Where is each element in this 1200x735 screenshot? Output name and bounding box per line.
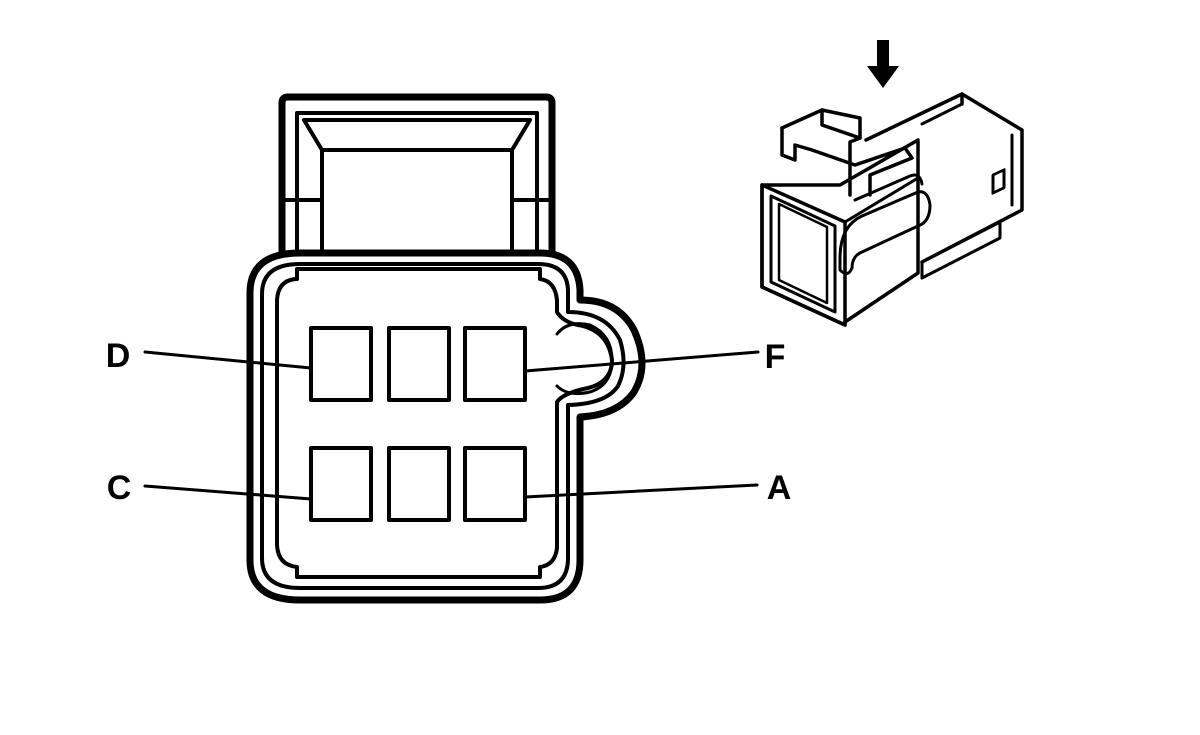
connector-face-view: [246, 93, 646, 604]
leader-line-f: [523, 350, 760, 373]
cavity-frame: [275, 267, 614, 579]
connector-body-outer: [246, 249, 646, 604]
latch-housing: [278, 93, 556, 256]
pin-label-d: D: [106, 337, 131, 375]
leader-line-c: [143, 484, 313, 501]
key-slot: [555, 322, 614, 395]
leader-lines: [143, 350, 760, 501]
down-arrow-icon: [867, 40, 899, 88]
connector-latch: [780, 108, 932, 275]
terminal-f: [463, 326, 527, 402]
connector-isometric-view: [760, 40, 1024, 327]
pin-label-a: A: [767, 469, 792, 507]
leader-line-d: [143, 350, 313, 370]
terminal-a: [463, 446, 527, 522]
terminal-e: [387, 326, 451, 402]
terminal-d: [309, 326, 373, 402]
connector-front-shell: [760, 138, 920, 327]
pin-label-f: F: [765, 338, 786, 376]
terminal-c: [309, 446, 373, 522]
connector-body-inner: [260, 262, 626, 590]
leader-line-a: [523, 483, 759, 499]
terminal-b: [387, 446, 451, 522]
pin-label-c: C: [107, 469, 132, 507]
connector-rear-body: [864, 92, 1024, 280]
